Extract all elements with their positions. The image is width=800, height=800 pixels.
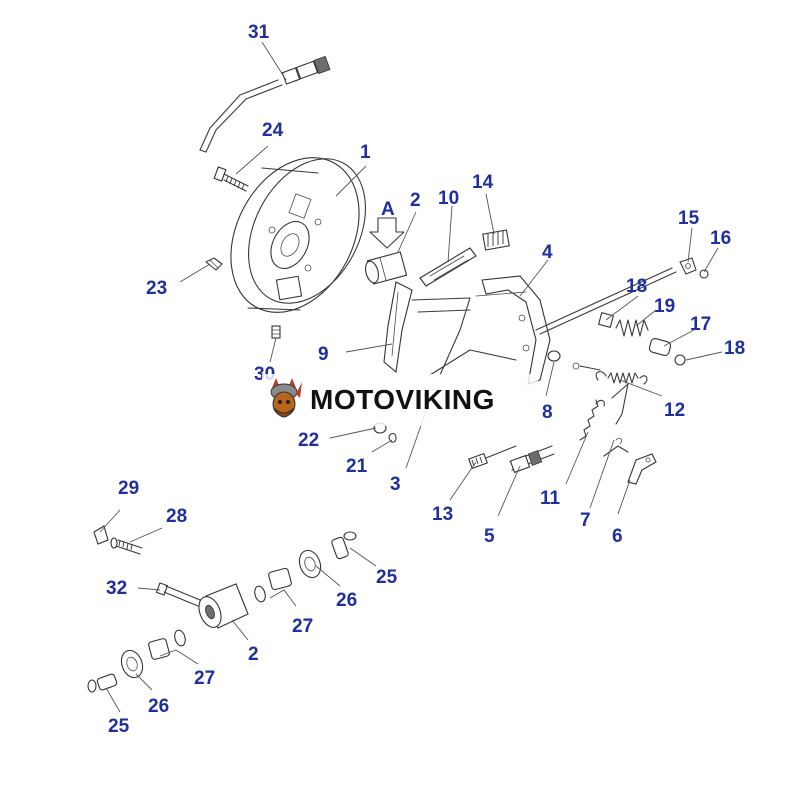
part-12-spring	[595, 371, 648, 385]
callout-10: 10	[438, 188, 459, 209]
callout-19: 19	[654, 296, 675, 317]
callout-27-upper: 27	[292, 616, 313, 637]
callout-14: 14	[472, 172, 494, 193]
callout-6: 6	[612, 526, 623, 547]
callout-18-b: 18	[724, 338, 745, 359]
parking-lever-rod	[535, 267, 677, 335]
callout-26-upper: 26	[336, 590, 357, 611]
callout-21: 21	[346, 456, 368, 477]
part-27-piston-upper	[254, 567, 292, 603]
callout-18-a: 18	[626, 276, 647, 297]
part-3-brake-shoe-web	[411, 297, 517, 376]
callout-4: 4	[542, 242, 553, 263]
viking-logo-icon	[270, 378, 302, 418]
callout-25-lower: 25	[108, 716, 130, 737]
callout-26-lower: 26	[148, 696, 169, 717]
watermark-text: MOTOVIKING	[310, 384, 495, 415]
leader-lines	[99, 41, 723, 713]
callout-labels: 31 24 1 2 10 14 15 16 4 23 18 19 17 18 9…	[106, 22, 745, 737]
callout-23: 23	[146, 278, 167, 299]
part-10-adjuster-plate	[419, 247, 477, 287]
callout-8: 8	[542, 402, 553, 423]
callout-2-lower: 2	[248, 644, 259, 665]
part-8-pin	[547, 350, 601, 371]
part-26-boot-lower	[120, 649, 144, 679]
part-25-pushrod-lower	[87, 673, 118, 693]
callout-22: 22	[298, 430, 319, 451]
part-16-washer	[699, 269, 709, 279]
callout-1: 1	[360, 142, 371, 163]
part-1-backing-plate	[230, 157, 366, 313]
callout-11: 11	[540, 488, 561, 509]
part-32-bolt	[155, 582, 201, 607]
part-2-wheel-cylinder-upper	[364, 217, 408, 285]
part-23-clip	[205, 257, 223, 271]
part-9-brake-shoe-left	[383, 281, 413, 374]
callout-27-lower: 27	[194, 668, 215, 689]
callout-13: 13	[432, 504, 453, 525]
view-arrow-letter: A	[381, 199, 395, 220]
part-14-adjuster-block	[482, 229, 510, 251]
part-31-cable	[199, 55, 331, 153]
callout-5: 5	[484, 526, 495, 547]
part-5-adjuster-assembly	[509, 445, 555, 474]
callout-25-upper: 25	[376, 567, 398, 588]
callout-16: 16	[710, 228, 731, 249]
callout-17: 17	[690, 314, 711, 335]
callout-28: 28	[166, 506, 187, 527]
part-30-fitting	[271, 325, 281, 339]
callout-31: 31	[248, 22, 270, 43]
part-2-wheel-cylinder-lower	[198, 583, 249, 629]
callout-2-upper: 2	[410, 190, 421, 211]
part-6-lever	[627, 453, 657, 485]
callout-32: 32	[106, 578, 127, 599]
callout-12: 12	[664, 400, 685, 421]
callout-24: 24	[262, 120, 284, 141]
part-13-adjuster-screw	[468, 445, 517, 470]
part-18-washer-b	[674, 354, 686, 366]
part-21-clip	[388, 432, 397, 443]
part-27-piston-lower	[148, 629, 186, 660]
callout-15: 15	[678, 208, 700, 229]
part-17-plunger	[648, 337, 672, 357]
part-11-spring	[579, 399, 605, 441]
callout-7: 7	[580, 510, 591, 531]
part-19-spring	[615, 319, 649, 337]
part-26-boot-upper	[298, 549, 322, 579]
callout-9: 9	[318, 344, 329, 365]
part-7-lever	[603, 383, 629, 457]
part-28-bleeder-screw	[110, 537, 143, 555]
motoviking-watermark: MOTOVIKING	[262, 374, 538, 426]
part-4-brake-shoe-right	[475, 275, 551, 385]
part-25-pushrod-upper	[331, 531, 357, 560]
part-24-bolt	[213, 166, 249, 192]
callout-29: 29	[118, 478, 139, 499]
callout-3: 3	[390, 474, 401, 495]
part-29-bleeder-cap	[93, 525, 109, 545]
